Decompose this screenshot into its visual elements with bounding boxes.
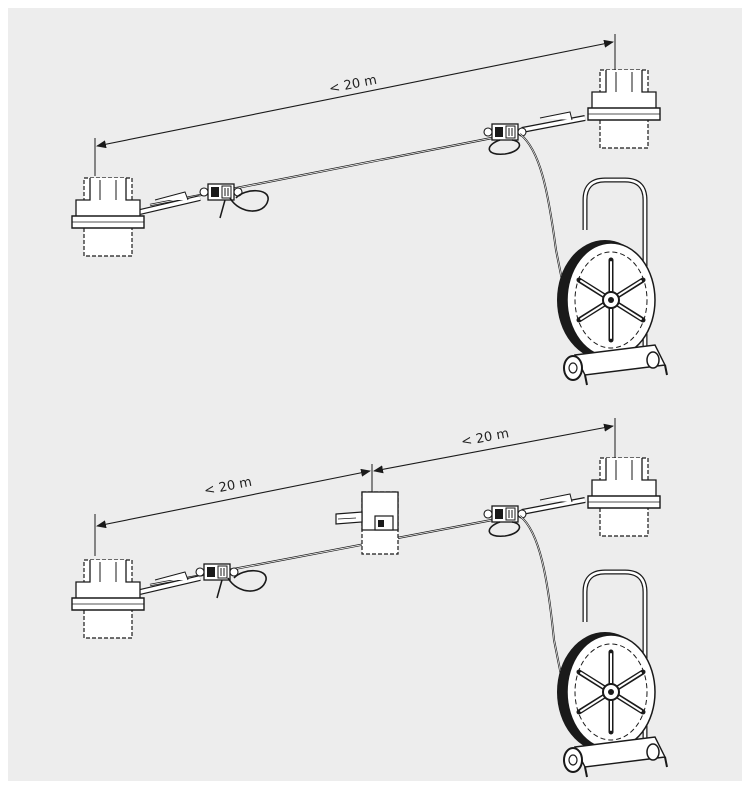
top-feed-strap	[519, 133, 565, 291]
bottom-right-anchor-post	[587, 457, 661, 537]
bottom-feed-strap	[519, 515, 563, 681]
top-span-label: < 20 m	[328, 73, 378, 97]
bottom-left-anchor-post	[71, 559, 145, 639]
top-strap-dispenser-cart	[557, 180, 667, 385]
bottom-left-tensioner	[195, 563, 239, 581]
bottom-left-span-label: < 20 m	[203, 475, 253, 499]
bottom-dimension-lines: < 20 m < 20 m	[94, 418, 616, 556]
bottom-assembly: < 20 m < 20 m	[71, 418, 667, 777]
bottom-strap-dispenser-cart	[557, 572, 667, 777]
bottom-middle-support	[335, 491, 399, 555]
top-dimension-line: < 20 m	[94, 34, 616, 176]
top-left-anchor-post	[71, 177, 145, 257]
top-right-anchor-post	[587, 69, 661, 149]
top-assembly: < 20 m	[71, 34, 667, 385]
